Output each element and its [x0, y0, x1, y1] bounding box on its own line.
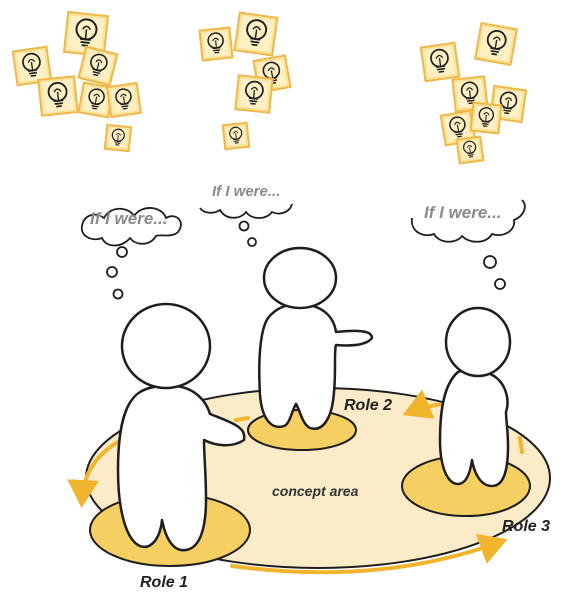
idea-note [38, 76, 78, 116]
arrow-right-side [520, 438, 522, 452]
idea-note [421, 43, 459, 81]
role3-label: Role 3 [502, 518, 550, 535]
idea-note [475, 23, 517, 65]
idea-note [223, 123, 249, 149]
idea-note [105, 125, 131, 151]
thought-text-center: If I were... [212, 183, 280, 200]
thought-cloud-center [200, 204, 292, 246]
idea-note [456, 136, 483, 163]
person-role3 [440, 308, 510, 486]
idea-note [235, 75, 272, 112]
thought-text-left: If I were... [90, 209, 167, 228]
idea-note [107, 83, 141, 117]
idea-note [235, 13, 278, 56]
idea-note [79, 47, 118, 86]
idea-note [471, 103, 502, 134]
thought-text-right: If I were... [424, 203, 501, 222]
concept-area-label: concept area [272, 483, 359, 499]
role1-label: Role 1 [140, 574, 188, 591]
arrow-center-hint [236, 418, 248, 420]
role2-label: Role 2 [344, 397, 392, 414]
idea-note [200, 28, 233, 61]
